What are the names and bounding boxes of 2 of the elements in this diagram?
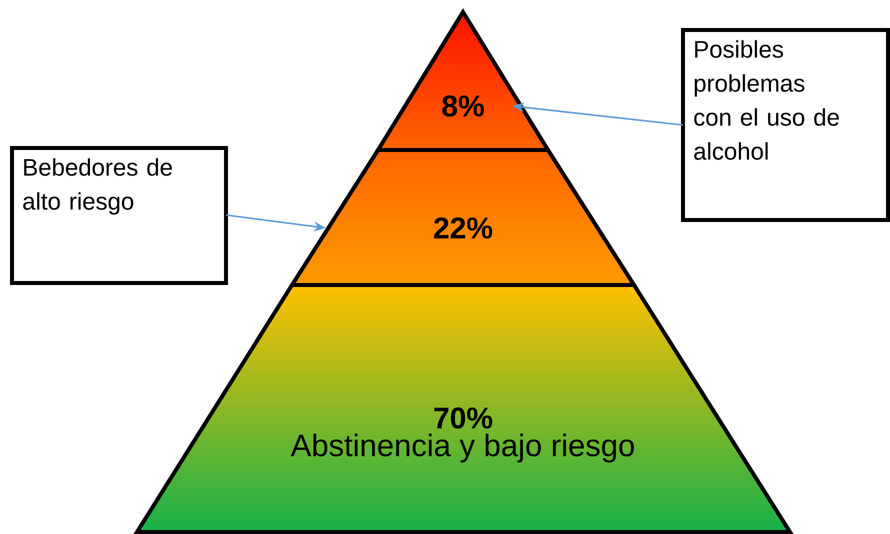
text-box: Posibles problemas con el uso de alcohol [681,28,890,222]
text-box: Bebedores de alto riesgo [10,146,228,285]
